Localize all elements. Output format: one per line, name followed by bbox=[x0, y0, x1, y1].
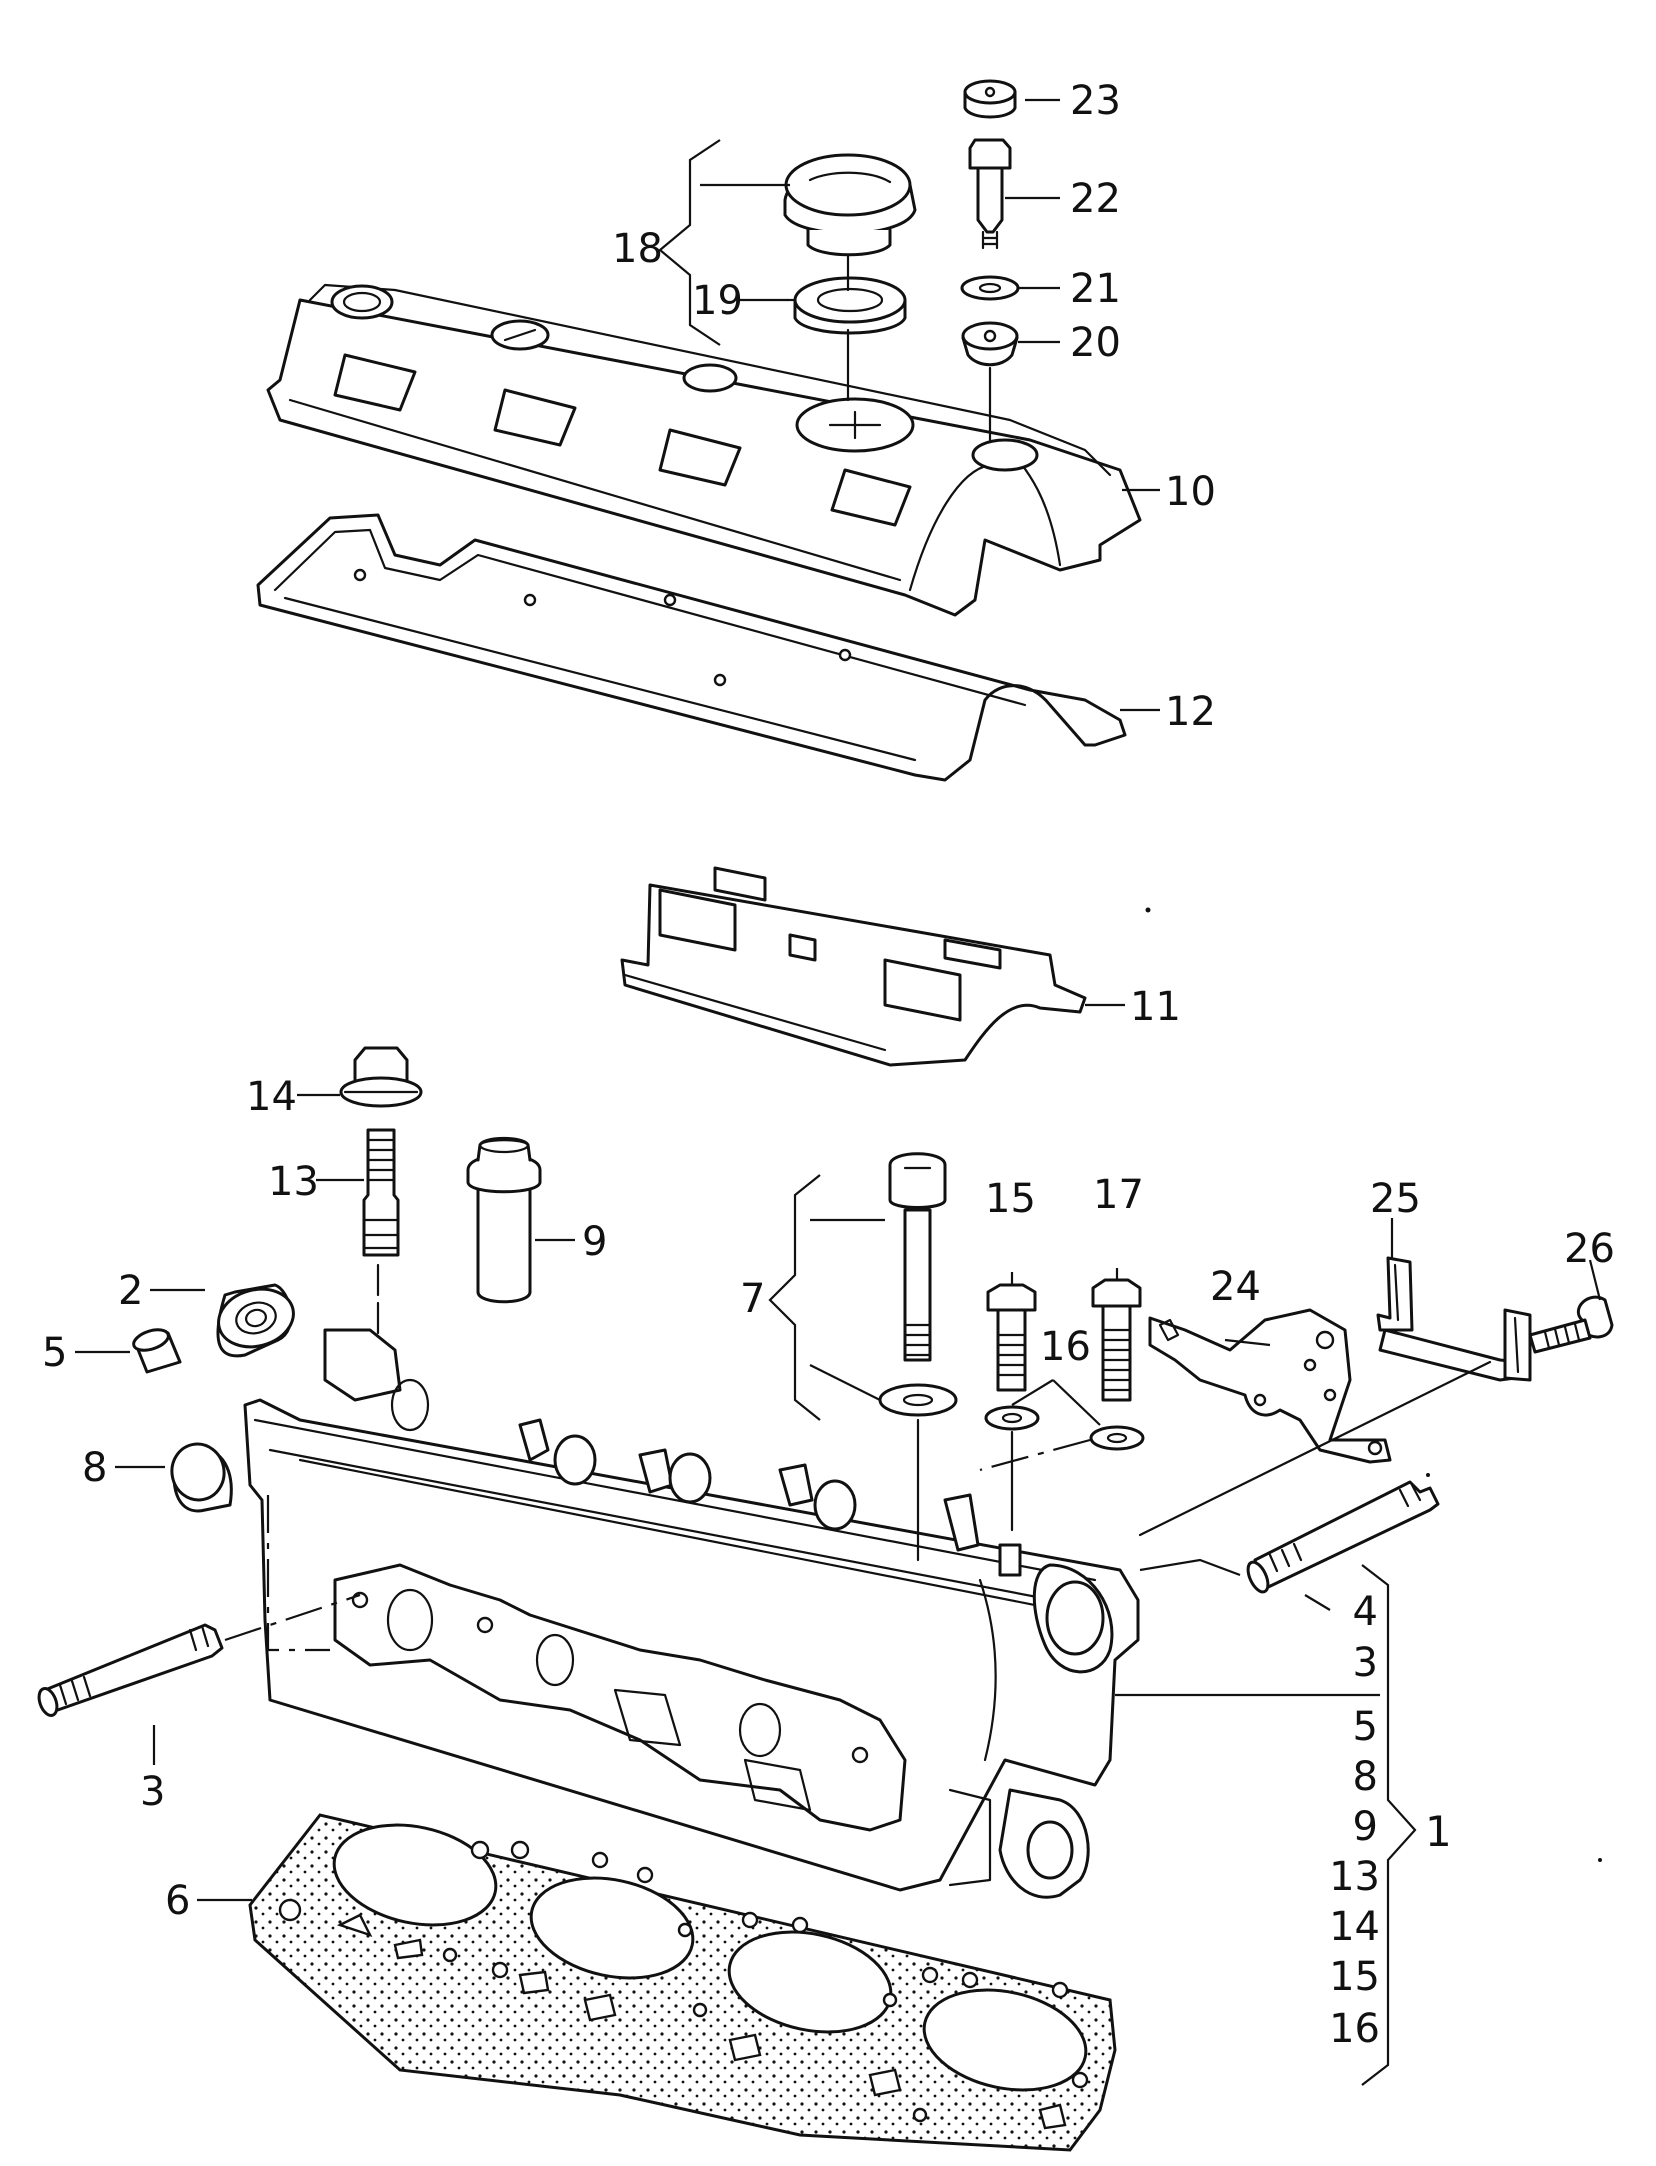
callout-20: 20 bbox=[1070, 320, 1121, 366]
callout-14: 14 bbox=[246, 1074, 297, 1120]
cover-bolt bbox=[968, 138, 1012, 250]
camshaft-oil-seal bbox=[216, 1283, 295, 1358]
callout-23: 23 bbox=[1070, 78, 1121, 124]
head-bolt bbox=[888, 1152, 947, 1362]
kit-item: 14 bbox=[1329, 1904, 1380, 1950]
oil-filler-cap bbox=[783, 153, 917, 257]
washer-16-left bbox=[984, 1405, 1040, 1431]
washer-dash-line bbox=[979, 1438, 1091, 1472]
cylinder-head bbox=[243, 1328, 1140, 1899]
speck bbox=[1598, 1858, 1602, 1862]
callout-26: 26 bbox=[1564, 1226, 1615, 1272]
kit-contents-list: 4 3 5 8 9 13 14 15 16 bbox=[1329, 1589, 1380, 2052]
callout-13: 13 bbox=[268, 1159, 319, 1205]
callout-17: 17 bbox=[1093, 1172, 1144, 1218]
callout-25: 25 bbox=[1370, 1176, 1421, 1222]
cover-grommet-top bbox=[963, 79, 1017, 119]
callout-22: 22 bbox=[1070, 176, 1121, 222]
cam-bearing-nut bbox=[339, 1046, 423, 1108]
kit-item: 3 bbox=[1353, 1640, 1378, 1686]
head-bolt-washer bbox=[878, 1383, 958, 1417]
camshaft-bearing-row bbox=[323, 1328, 1022, 1577]
bolt-15 bbox=[986, 1283, 1037, 1392]
kit-item: 13 bbox=[1329, 1854, 1380, 1900]
kit-item: 8 bbox=[1353, 1754, 1378, 1800]
kit-item: 16 bbox=[1329, 2006, 1380, 2052]
bracket-25 bbox=[1376, 1256, 1532, 1382]
sealing-plug bbox=[132, 1328, 182, 1374]
kit-item: 15 bbox=[1329, 1954, 1380, 2000]
valve-cover bbox=[266, 283, 1142, 617]
kit-item: 9 bbox=[1353, 1804, 1378, 1850]
hydraulic-lifter bbox=[466, 1136, 542, 1304]
callout-1: 1 bbox=[1425, 1807, 1452, 1856]
callout-24: 24 bbox=[1210, 1264, 1261, 1310]
speck bbox=[1145, 907, 1151, 913]
callout-8: 8 bbox=[82, 1445, 107, 1491]
cover-washer bbox=[960, 275, 1020, 301]
exhaust-stud-left bbox=[37, 1623, 224, 1717]
speck bbox=[1426, 1473, 1430, 1477]
callout-21: 21 bbox=[1070, 266, 1121, 312]
head-gasket bbox=[248, 1813, 1117, 2152]
callout-6: 6 bbox=[165, 1878, 190, 1924]
brace-7 bbox=[768, 1174, 821, 1421]
cam-bearing-stud bbox=[362, 1128, 400, 1257]
bolt-17 bbox=[1091, 1278, 1142, 1402]
stud-dash-line bbox=[224, 1593, 361, 1642]
filler-cap-seal bbox=[793, 276, 907, 335]
callout-11: 11 bbox=[1130, 984, 1181, 1030]
callout-15: 15 bbox=[985, 1176, 1036, 1222]
washer-16-right bbox=[1089, 1425, 1145, 1451]
kit-item: 4 bbox=[1353, 1589, 1378, 1635]
kit-item: 5 bbox=[1353, 1704, 1378, 1750]
brace-1 bbox=[1361, 1564, 1417, 2086]
cover-grommet-bottom bbox=[961, 321, 1019, 367]
leader-lines bbox=[75, 98, 1602, 1902]
end-cap bbox=[170, 1442, 233, 1513]
bracket-assembly-line bbox=[1138, 1360, 1492, 1537]
callout-2: 2 bbox=[118, 1268, 143, 1314]
callout-19: 19 bbox=[692, 278, 743, 324]
intake-port-face bbox=[333, 1563, 907, 1832]
callout-18: 18 bbox=[612, 226, 663, 272]
exhaust-stud-right bbox=[1246, 1480, 1440, 1594]
callout-3-left: 3 bbox=[140, 1769, 165, 1815]
callout-7: 7 bbox=[740, 1276, 765, 1322]
callout-numbers: 23 22 21 20 18 19 10 12 11 14 13 9 2 5 8… bbox=[42, 78, 1615, 1924]
cap-dash-line bbox=[266, 1495, 330, 1652]
brace-18 bbox=[658, 139, 721, 346]
callout-10: 10 bbox=[1165, 469, 1216, 515]
callout-12: 12 bbox=[1165, 689, 1216, 735]
oil-baffle-plate bbox=[620, 866, 1087, 1067]
valve-cover-gasket bbox=[256, 513, 1127, 782]
screw-26 bbox=[1528, 1295, 1614, 1354]
bracket-24 bbox=[1148, 1308, 1392, 1464]
callout-9: 9 bbox=[582, 1219, 607, 1265]
callout-16: 16 bbox=[1040, 1324, 1091, 1370]
callout-5: 5 bbox=[42, 1330, 67, 1376]
